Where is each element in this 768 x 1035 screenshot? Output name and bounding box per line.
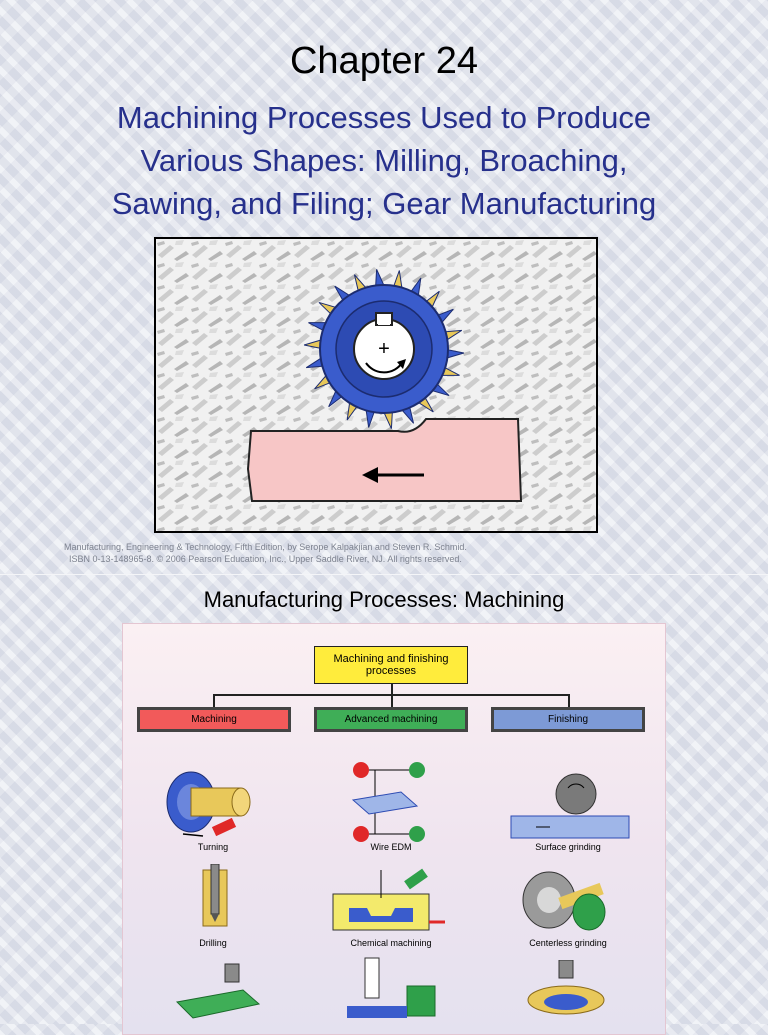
drilling-illustration bbox=[202, 864, 228, 927]
surface-grinding-illustration bbox=[510, 773, 630, 839]
category-finishing: Finishing bbox=[491, 707, 645, 732]
connector bbox=[568, 694, 570, 707]
connector bbox=[391, 684, 393, 695]
milling-illustration: + bbox=[154, 237, 598, 533]
center-plus-icon: + bbox=[378, 338, 390, 360]
credit-line-2: ISBN 0-13-148965-8. © 2006 Pearson Educa… bbox=[69, 554, 462, 564]
subtitle-line-1: Machining Processes Used to Produce bbox=[116, 100, 652, 135]
turning-illustration bbox=[166, 771, 251, 837]
connector bbox=[391, 694, 393, 707]
rotation-arrow-icon bbox=[365, 362, 403, 374]
subtitle-line-2: Various Shapes: Milling, Broaching, bbox=[140, 143, 628, 178]
slide-1: Chapter 24 Machining Processes Used to P… bbox=[20, 40, 748, 565]
category-machining: Machining bbox=[137, 707, 291, 732]
copyright-credit: Manufacturing, Engineering & Technology,… bbox=[64, 541, 704, 565]
chapter-subtitle: Machining Processes Used to Produce Vari… bbox=[20, 96, 748, 225]
milling-cutter-figure: + bbox=[156, 239, 596, 531]
caption-surface-grinding: Surface grinding bbox=[535, 842, 601, 852]
connector bbox=[213, 694, 215, 707]
caption-centerless-grinding: Centerless grinding bbox=[529, 938, 607, 948]
caption-chemical-machining: Chemical machining bbox=[350, 938, 432, 948]
milling-illustration-partial bbox=[175, 963, 261, 1019]
caption-turning: Turning bbox=[197, 842, 229, 852]
process-hierarchy-diagram: Machining and finishing processes Machin… bbox=[122, 623, 666, 1035]
chemical-machining-illustration bbox=[332, 868, 445, 931]
workpiece bbox=[246, 418, 523, 502]
caption-wire-edm: Wire EDM bbox=[370, 842, 412, 852]
ecm-illustration-partial bbox=[347, 957, 436, 1018]
slide-2-title: Manufacturing Processes: Machining bbox=[203, 587, 565, 612]
chapter-title: Chapter 24 bbox=[289, 40, 478, 82]
caption-drilling: Drilling bbox=[199, 938, 227, 948]
subtitle-line-3: Sawing, and Filing; Gear Manufacturing bbox=[111, 186, 657, 221]
milling-cutter: + bbox=[303, 269, 465, 429]
feed-arrow-icon bbox=[362, 467, 424, 483]
credit-line-1: Manufacturing, Engineering & Technology,… bbox=[64, 542, 467, 552]
centerless-grinding-illustration bbox=[522, 871, 606, 931]
slide-2: Manufacturing Processes: Machining Machi… bbox=[0, 574, 768, 1035]
category-advanced-machining: Advanced machining bbox=[314, 707, 468, 732]
wire-edm-illustration bbox=[351, 762, 425, 842]
honing-illustration-partial bbox=[527, 960, 605, 1015]
machining-finishing-box: Machining and finishing processes bbox=[314, 646, 468, 684]
